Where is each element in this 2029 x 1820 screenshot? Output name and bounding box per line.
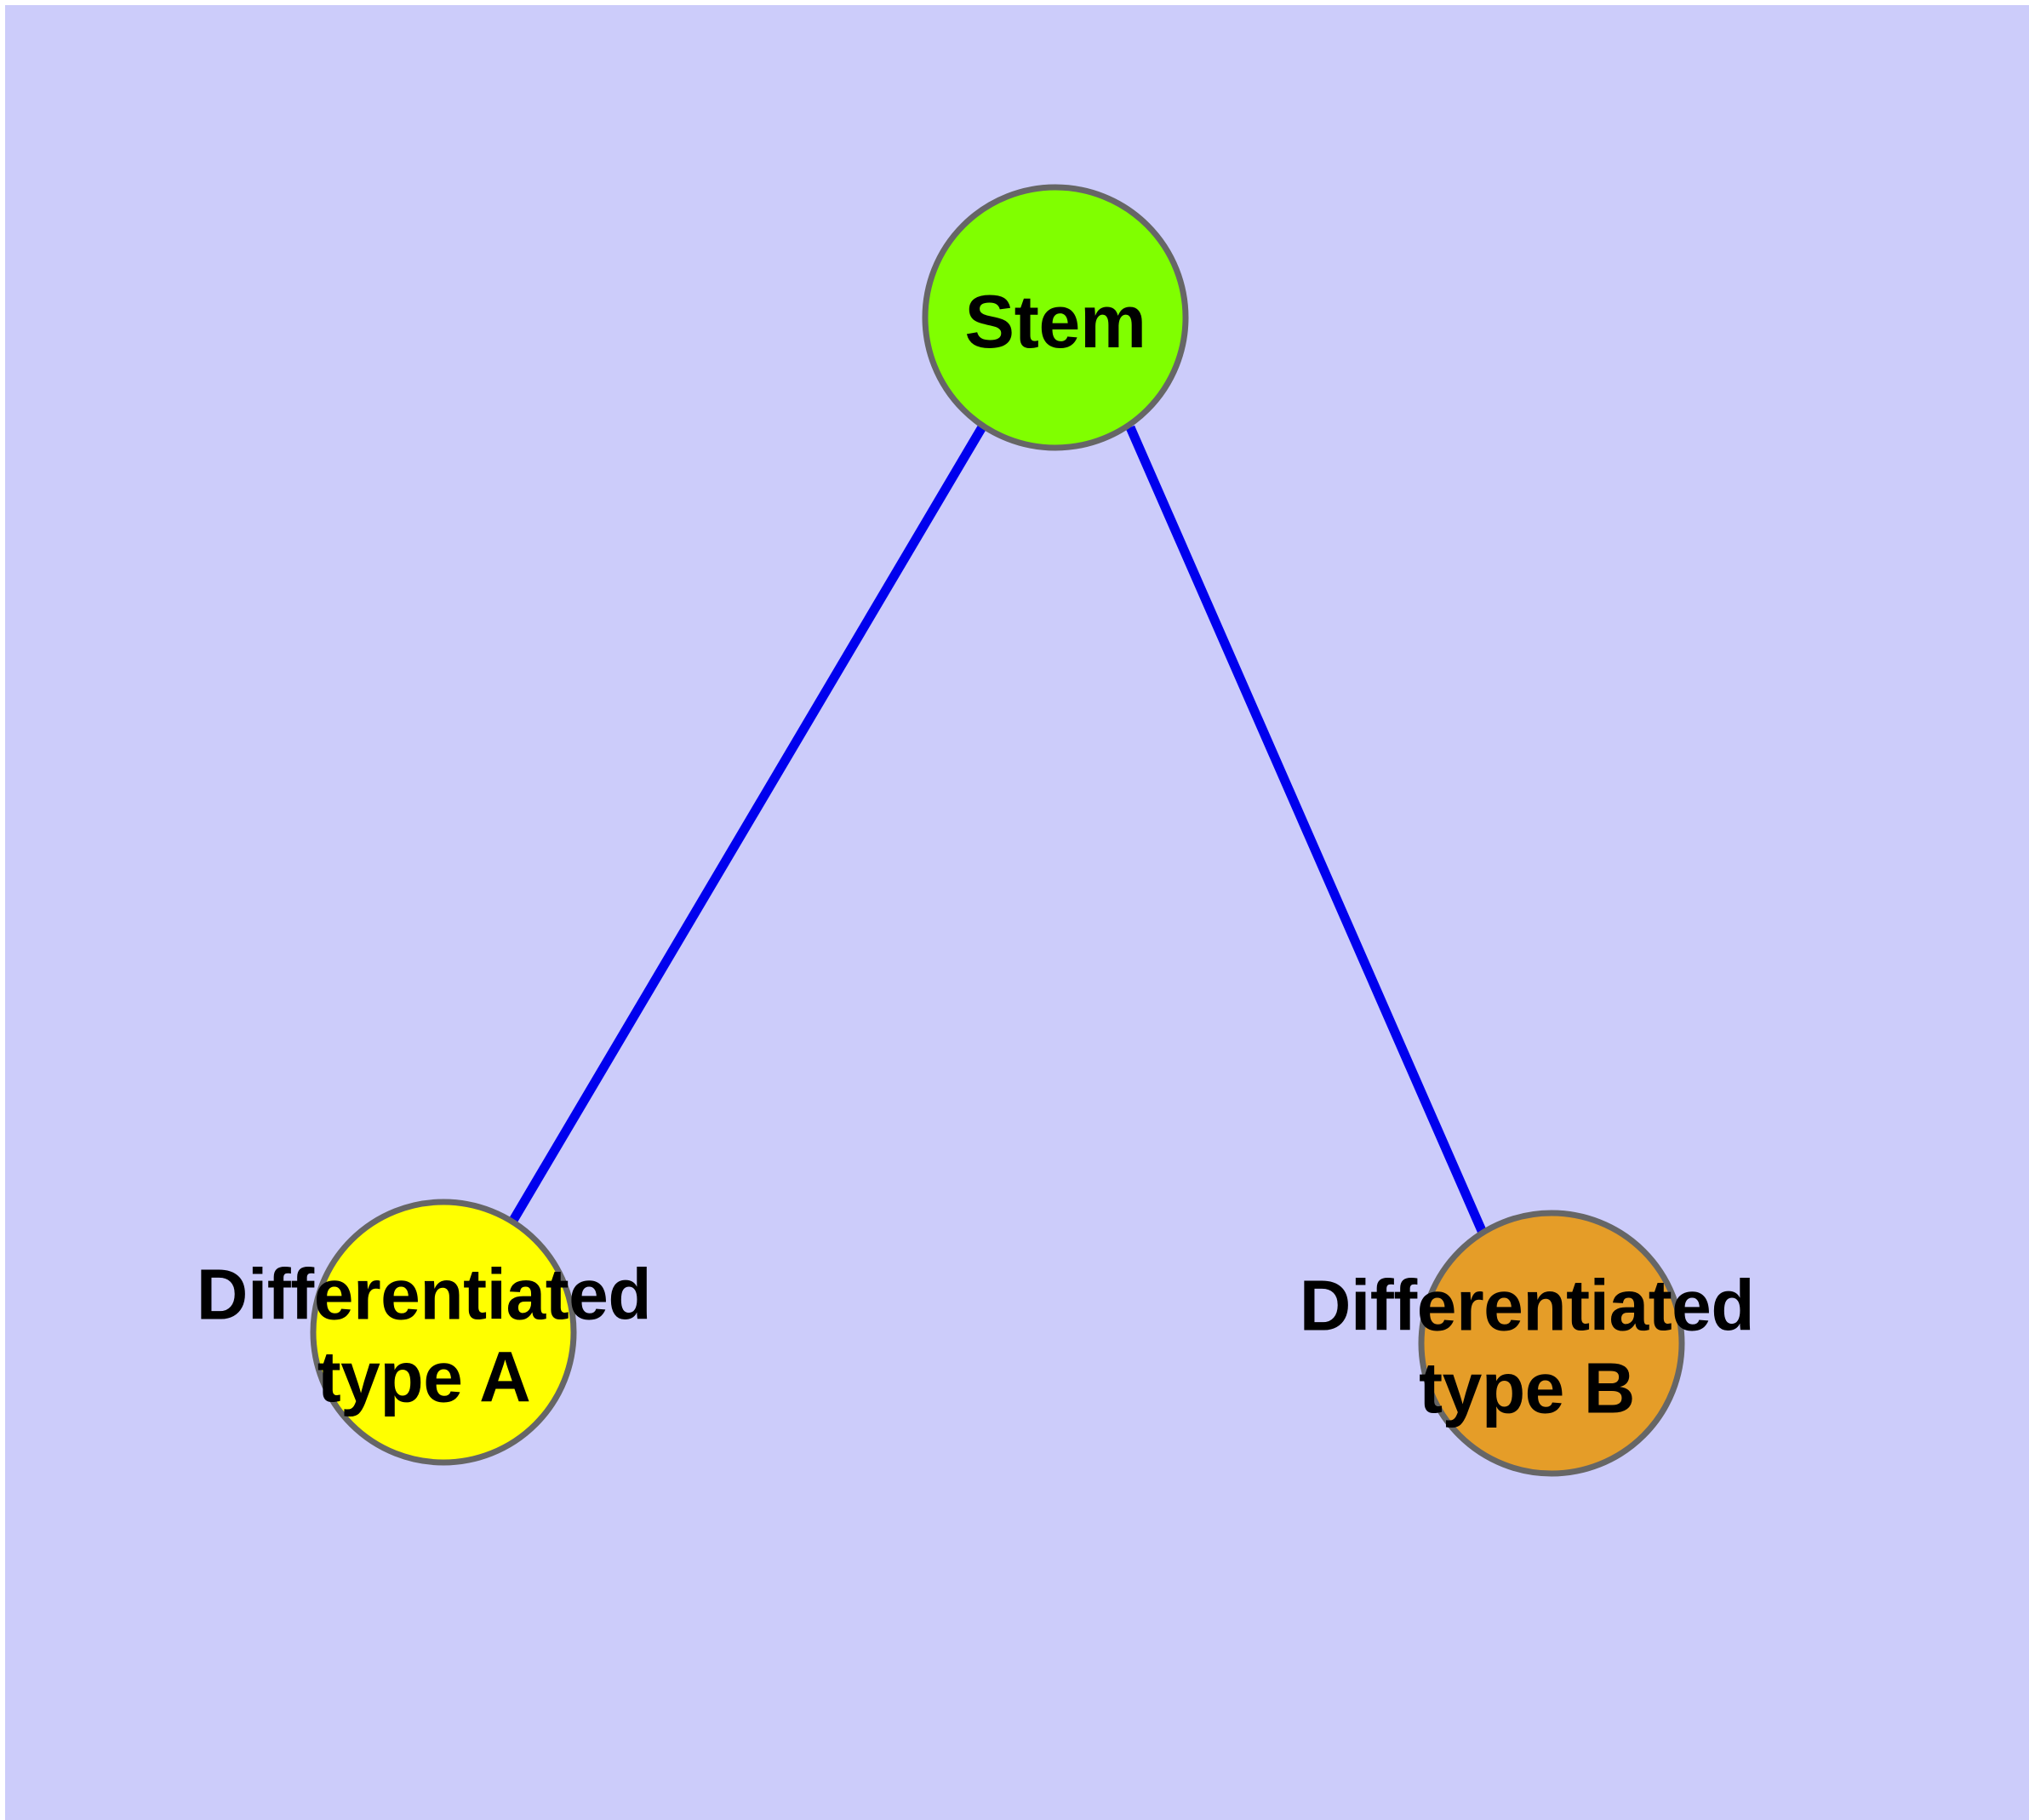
node-circle-diff-a[interactable] [310,1199,577,1466]
node-circle-stem[interactable] [922,184,1189,451]
edge-stem-to-diff-b[interactable] [1125,425,1488,1235]
node-layer [310,184,1685,1477]
node-circle-diff-b[interactable] [1418,1210,1685,1477]
edge-stem-to-diff-a[interactable] [507,423,987,1226]
edge-layer [507,423,1488,1235]
